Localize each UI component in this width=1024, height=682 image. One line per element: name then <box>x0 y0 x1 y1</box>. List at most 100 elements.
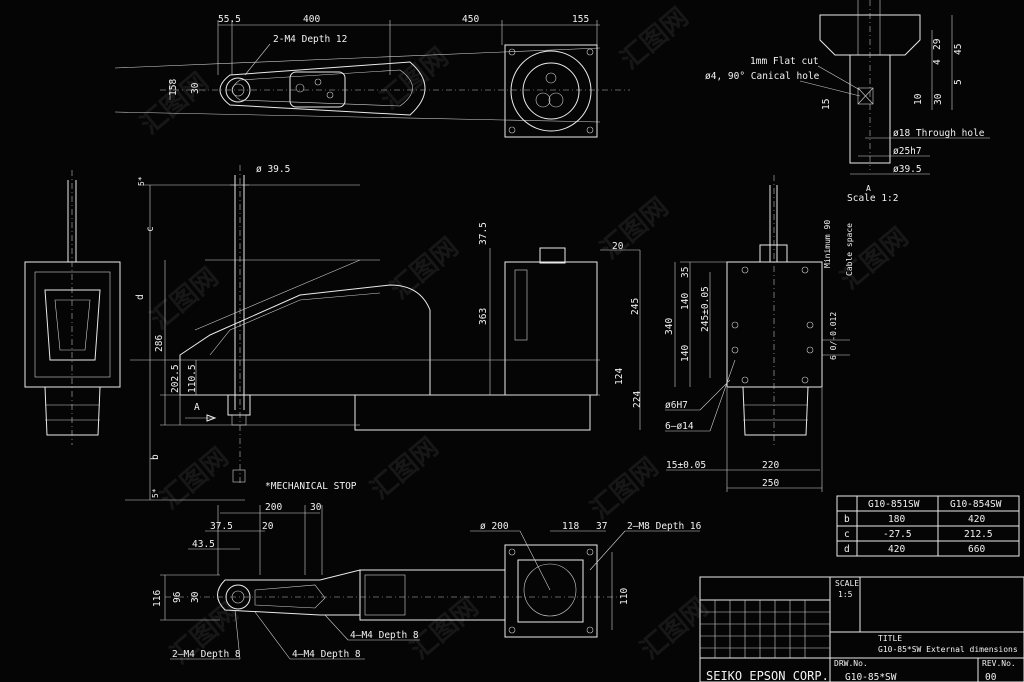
watermark-text: 汇图网 <box>405 592 484 665</box>
rev-label: REV.No. <box>982 659 1016 668</box>
dim-200: 200 <box>265 502 282 513</box>
dim-d: d <box>135 294 146 300</box>
note-m4-depth-a: 4–M4 Depth 8 <box>350 630 419 641</box>
watermark-layer: 汇图网 汇图网 汇图网 汇图网 汇图网 汇图网 汇图网 汇图网 汇图网 汇图网 … <box>135 2 914 670</box>
base-side-column <box>504 261 598 396</box>
bottom-arm-outline <box>217 569 361 616</box>
dim-15-tol: 15±0.05 <box>666 460 706 471</box>
note-m4-depth-c: 4–M4 Depth 8 <box>292 649 361 660</box>
title-value: G10-85*SW External dimensions <box>878 645 1018 654</box>
drw-value: G10-85*SW <box>845 672 897 682</box>
table-row-label-c: c <box>844 529 850 540</box>
dimension-table: G10-851SW G10-854SW b 180 420 c -27.5 21… <box>836 495 1020 557</box>
dim-30-bottom: 30 <box>310 502 322 513</box>
watermark-text: 汇图网 <box>155 442 234 515</box>
dim-15: 15 <box>821 99 832 110</box>
dim-phi-200: ø 200 <box>480 521 509 532</box>
note-m4-depth-b: 2–M4 Depth 8 <box>172 649 241 660</box>
dim-top-4: 155 <box>572 14 589 25</box>
dim-b: b <box>150 454 161 460</box>
scale-value: 1:5 <box>838 590 853 599</box>
table-cell: 660 <box>968 544 985 555</box>
dim-220: 220 <box>762 460 779 471</box>
dim-30: 30 <box>933 93 944 105</box>
dim-245-tol: 245±0.05 <box>700 286 711 332</box>
watermark-text: 汇图网 <box>635 592 714 665</box>
watermark-text: 汇图网 <box>375 42 454 115</box>
top-arm-outline <box>219 61 426 116</box>
base-flange-top <box>504 44 598 138</box>
dim-37-5: 37.5 <box>478 222 489 245</box>
dim-37: 37 <box>596 521 607 532</box>
dim-top-1: 55.5 <box>218 14 241 25</box>
drw-label: DRW.No. <box>834 659 868 668</box>
dim-140-top: 140 <box>680 293 691 310</box>
watermark-text: 汇图网 <box>385 232 464 305</box>
note-star-top: 5* <box>137 176 146 186</box>
arm-side-outline <box>179 284 431 396</box>
table-cell: 420 <box>888 544 905 555</box>
back-view: 35 140 245±0.05 140 340 Minimum 90 Cable… <box>664 175 854 492</box>
dim-286: 286 <box>154 335 165 352</box>
dim-d395-side: ø 39.5 <box>256 164 290 175</box>
dim-top-5: 158 <box>168 79 179 96</box>
note-6-14: 6–ø14 <box>665 421 694 432</box>
table-cell: -27.5 <box>883 529 912 540</box>
dim-35: 35 <box>680 267 691 278</box>
watermark-text: 汇图网 <box>135 67 214 140</box>
note-m8-depth: 2–M8 Depth 16 <box>627 521 702 532</box>
dim-4: 4 <box>932 59 943 65</box>
top-view: 55.5 400 450 155 2-M4 Depth 12 158 30 <box>114 14 630 138</box>
dim-20-bottom: 20 <box>262 521 274 532</box>
detail-a-view: 1mm Flat cut ø4, 90° Canical hole ø18 Th… <box>705 0 990 204</box>
note-6h7: ø6H7 <box>665 400 688 411</box>
dim-118: 118 <box>562 521 579 532</box>
note-d395: ø39.5 <box>893 164 922 175</box>
dim-110-5: 110.5 <box>187 364 198 393</box>
table-header-851: G10-851SW <box>868 499 920 510</box>
company-name: SEIKO EPSON CORP. <box>706 669 829 682</box>
note-cable-space: Cable space <box>845 223 854 276</box>
table-row-label-d: d <box>844 544 850 555</box>
dim-top-6: 30 <box>190 82 201 94</box>
base-side-lower <box>354 394 591 431</box>
dim-116: 116 <box>152 590 163 607</box>
watermark-text: 汇图网 <box>585 452 664 525</box>
title-label: TITLE <box>878 634 902 643</box>
dim-30-side-bottom: 30 <box>190 591 201 603</box>
base-flange-bottom <box>504 544 598 638</box>
dim-29: 29 <box>932 38 943 50</box>
bottom-view: 200 30 37.5 20 43.5 116 96 30 ø 200 118 <box>152 502 702 660</box>
dim-124: 124 <box>614 368 625 385</box>
watermark-text: 汇图网 <box>595 192 674 265</box>
table-cell: 180 <box>888 514 905 525</box>
dim-224: 224 <box>632 391 643 408</box>
dim-5: 5 <box>953 79 964 85</box>
dim-10: 10 <box>913 93 924 105</box>
dim-96: 96 <box>172 591 183 603</box>
dim-c: c <box>145 226 156 232</box>
rev-value: 00 <box>985 672 997 682</box>
table-cell: 212.5 <box>964 529 993 540</box>
scale-label: SCALE <box>835 579 859 588</box>
note-star-bottom: 5* <box>151 488 160 498</box>
table-cell: 420 <box>968 514 985 525</box>
watermark-text: 汇图网 <box>145 262 224 335</box>
note-through-hole: ø18 Through hole <box>893 128 985 139</box>
side-view: ø 39.5 5* c d b 5* 286 202.5 110.5 37.5 <box>125 164 643 501</box>
note-h7: ø25h7 <box>893 146 922 157</box>
dim-340: 340 <box>664 318 675 335</box>
dim-110: 110 <box>619 588 630 605</box>
dim-top-3: 450 <box>462 14 479 25</box>
dim-245: 245 <box>630 298 641 315</box>
title-block: SCALE 1:5 TITLE G10-85*SW External dimen… <box>699 576 1024 682</box>
view-arrow-a: A <box>194 402 200 413</box>
note-mechanical-stop: *MECHANICAL STOP <box>265 481 357 492</box>
dim-20-side: 20 <box>612 241 624 252</box>
dim-250: 250 <box>762 478 779 489</box>
watermark-text: 汇图网 <box>365 432 444 505</box>
dim-43-5: 43.5 <box>192 539 215 550</box>
dim-202-5: 202.5 <box>170 364 181 393</box>
